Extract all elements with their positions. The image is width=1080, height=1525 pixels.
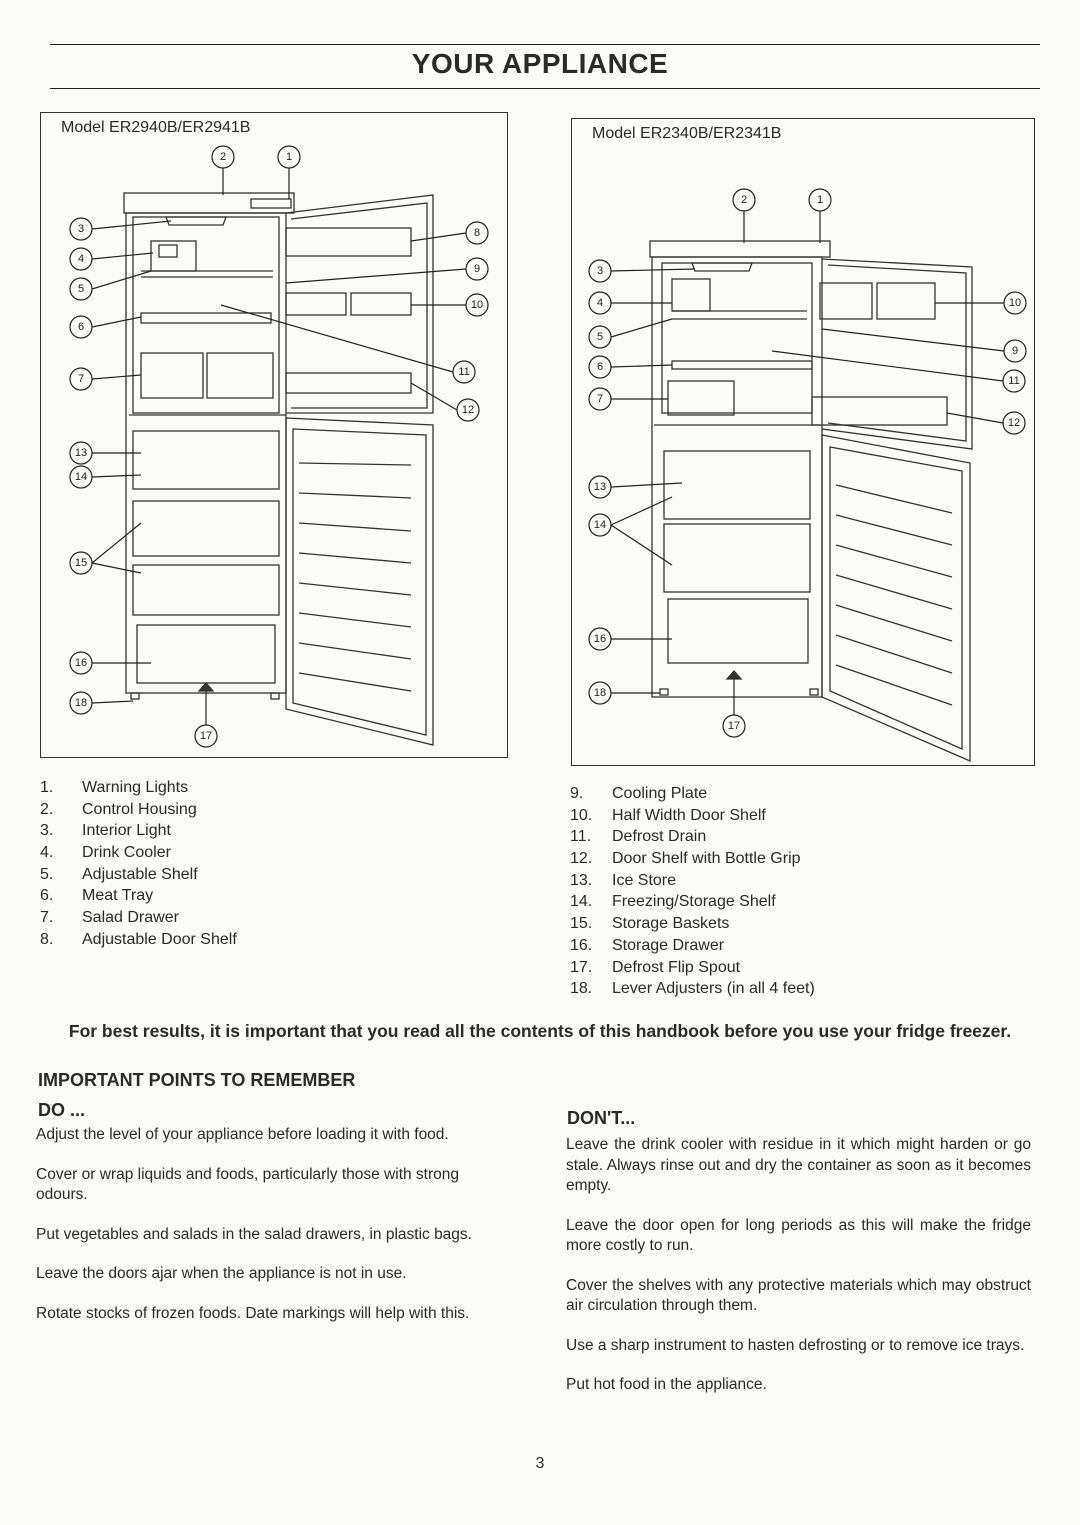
list-item: 10.Half Width Door Shelf: [570, 806, 766, 824]
callout-9: 9: [474, 263, 480, 275]
diagram-model-er2340b: Model ER2340B/ER2341B: [571, 118, 1035, 766]
dont-heading: DON'T...: [567, 1108, 636, 1128]
fridge-freezer-illustration: 1 2 3 4 5 6 7 10 9 11 12 13 14 16 18 17: [588, 188, 1027, 762]
do-item: Leave the doors ajar when the appliance …: [36, 1265, 407, 1282]
list-item: 8.Adjustable Door Shelf: [40, 930, 237, 948]
list-item: 16.Storage Drawer: [570, 936, 725, 954]
list-item: 17.Defrost Flip Spout: [570, 958, 741, 976]
do-item: Cover or wrap liquids and foods, particu…: [36, 1165, 460, 1204]
list-item: 5.Adjustable Shelf: [40, 865, 198, 883]
list-item: 15.Storage Baskets: [570, 915, 730, 933]
dont-item: Put hot food in the appliance.: [566, 1376, 767, 1393]
callout-17: 17: [728, 720, 740, 732]
callout-1: 1: [817, 194, 823, 206]
callout-11: 11: [458, 366, 469, 378]
list-item: 13.Ice Store: [570, 871, 677, 889]
parts-list-right: 9.Cooling Plate 10.Half Width Door Shelf…: [570, 783, 815, 1000]
list-item: 9.Cooling Plate: [570, 785, 708, 802]
callout-2: 2: [220, 151, 226, 163]
callout-7: 7: [597, 393, 603, 405]
list-item: 18.Lever Adjusters (in all 4 feet): [570, 980, 815, 998]
callout-12: 12: [462, 404, 474, 416]
callout-18: 18: [75, 697, 87, 709]
callout-1: 1: [286, 151, 292, 163]
callout-14: 14: [75, 471, 87, 483]
dont-item: Cover the shelves with any protective ma…: [566, 1276, 1031, 1315]
do-list: Adjust the level of your appliance befor…: [36, 1125, 501, 1343]
callout-6: 6: [78, 321, 84, 333]
dont-item: Use a sharp instrument to hasten defrost…: [566, 1336, 1025, 1354]
callout-12: 12: [1008, 417, 1020, 429]
do-item: Adjust the level of your appliance befor…: [36, 1126, 449, 1143]
list-item: 3.Interior Light: [40, 822, 171, 840]
list-item: 4.Drink Cooler: [40, 844, 171, 862]
callout-9: 9: [1012, 345, 1018, 357]
list-item: 14.Freezing/Storage Shelf: [570, 893, 776, 911]
callout-4: 4: [597, 297, 603, 309]
fridge-freezer-illustration: 1 2 3 4 5 6 7 8 9 10 11 12 13 14 15 16 1…: [69, 145, 489, 748]
callout-13: 13: [75, 447, 87, 459]
title-rule-bottom: [50, 88, 1040, 89]
callout-3: 3: [597, 265, 603, 277]
diagram-model-er2940b: Model ER2940B/ER2941B: [40, 112, 508, 758]
list-item: 7.Salad Drawer: [40, 909, 179, 927]
parts-list-left: 1.Warning Lights 2.Control Housing 3.Int…: [40, 777, 237, 951]
list-item: 1.Warning Lights: [40, 779, 189, 796]
page-number: 3: [535, 1455, 545, 1472]
intro-paragraph: For best results, it is important that y…: [68, 1021, 1012, 1041]
callout-11: 11: [1008, 375, 1019, 387]
model-label: Model ER2940B/ER2941B: [61, 119, 251, 136]
callout-17: 17: [200, 730, 212, 742]
callout-7: 7: [78, 373, 84, 385]
dont-list: Leave the drink cooler with residue in i…: [566, 1135, 1031, 1415]
callout-16: 16: [594, 633, 606, 645]
callout-10: 10: [1009, 297, 1021, 309]
do-item: Put vegetables and salads in the salad d…: [36, 1225, 472, 1243]
page-title: YOUR APPLIANCE: [411, 48, 669, 79]
callout-10: 10: [471, 299, 483, 311]
list-item: 12.Door Shelf with Bottle Grip: [570, 850, 801, 868]
dont-item: Leave the door open for long periods as …: [566, 1216, 1031, 1255]
callout-8: 8: [474, 227, 480, 239]
list-item: 2.Control Housing: [40, 800, 197, 818]
callout-16: 16: [75, 657, 87, 669]
callout-4: 4: [78, 253, 84, 265]
do-item: Rotate stocks of frozen foods. Date mark…: [36, 1304, 470, 1322]
callout-6: 6: [597, 361, 603, 373]
list-item: 6.Meat Tray: [40, 887, 154, 905]
callout-2: 2: [741, 194, 747, 206]
callout-13: 13: [594, 481, 606, 493]
callout-5: 5: [597, 331, 603, 343]
section-title: IMPORTANT POINTS TO REMEMBER: [38, 1070, 356, 1090]
callout-3: 3: [78, 223, 84, 235]
list-item: 11.Defrost Drain: [570, 828, 707, 846]
dont-item: Leave the drink cooler with residue in i…: [566, 1136, 1031, 1194]
callout-14: 14: [594, 519, 606, 531]
callout-15: 15: [75, 557, 87, 569]
callout-18: 18: [594, 687, 606, 699]
do-heading: DO ...: [38, 1100, 86, 1120]
callout-5: 5: [78, 283, 84, 295]
title-rule-top: [50, 44, 1040, 45]
model-label: Model ER2340B/ER2341B: [592, 125, 782, 142]
